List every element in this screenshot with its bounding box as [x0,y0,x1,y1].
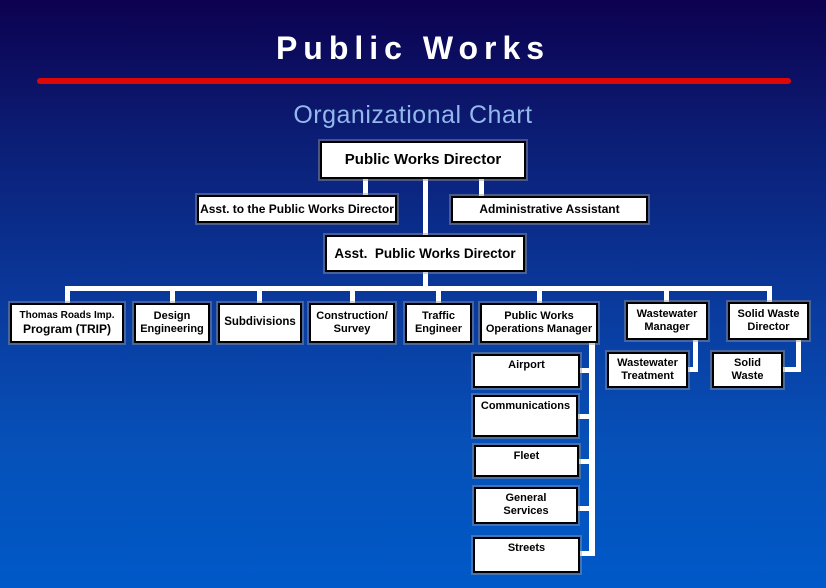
org-box-design-engineering: Design Engineering [134,303,210,343]
org-box-label: Wastewater Manager [636,308,698,333]
org-box-subdivisions: Subdivisions [218,303,302,343]
org-box-public-works-director: Public Works Director [320,141,526,179]
connector-solid-waste-director-drop [796,338,801,372]
connector-operations-spine [589,342,595,556]
org-box-label: Airport [508,359,545,371]
org-box-construction-survey: Construction/ Survey [309,303,395,343]
org-box-streets: Streets [473,537,580,573]
page-subtitle: Organizational Chart [293,101,533,129]
connector-spine-to-general-services [576,506,592,511]
org-box-label: Construction/ Survey [316,310,388,335]
org-box-label: Administrative Assistant [479,202,620,217]
connector-director-to-asst-director [423,179,428,236]
org-box-airport: Airport [473,354,580,388]
org-box-solid-waste: Solid Waste [712,352,783,388]
org-box-traffic-engineer: Traffic Engineer [405,303,472,343]
org-box-administrative-assistant: Administrative Assistant [451,196,648,223]
connector-wastewater-manager-drop [693,338,698,372]
connector-rail-to-construction-survey [350,286,355,304]
org-box-label: Solid Waste [731,357,764,382]
connector-to-solid-waste [781,367,801,372]
org-box-label: Asst. Public Works Director [334,245,516,261]
org-box-label: General Services [503,492,549,517]
connector-spine-to-streets [578,551,592,556]
org-box-solid-waste-director: Solid Waste Director [728,302,809,340]
org-box-label-line1: Thomas Roads Imp. [19,310,115,322]
connector-director-to-asst-to [363,179,368,196]
connector-director-to-admin-assistant [479,179,484,197]
connector-rail-to-solid-waste-director [767,286,772,303]
org-box-label: Design Engineering [140,310,204,335]
org-box-label: Solid Waste Director [737,308,800,333]
connector-rail-to-design-engineering [170,286,175,304]
page-title: Public Works [275,30,551,66]
connector-rail-to-traffic-engineer [436,286,441,304]
org-box-general-services: General Services [474,487,578,524]
org-box-trip: Thomas Roads Imp. Program (TRIP) [10,303,124,343]
connector-asst-director-to-rail [423,272,428,287]
connector-to-wastewater-treatment [686,367,698,372]
org-box-label-line2: Program (TRIP) [22,321,111,336]
org-box-label: Communications [480,400,571,412]
connector-rail-to-wastewater-manager [664,286,669,303]
connector-rail-to-operations-manager [537,286,542,304]
connector-spine-to-communications [576,414,592,419]
org-box-asst-public-works-director: Asst. Public Works Director [325,235,525,272]
org-box-label: Asst. to the Public Works Director [200,201,394,216]
org-box-fleet: Fleet [474,445,579,477]
connector-spine-to-airport [578,368,592,373]
org-box-wastewater-manager: Wastewater Manager [626,302,708,340]
connector-rail-to-subdivisions [257,286,262,304]
org-box-label: Public Works Operations Manager [485,310,593,335]
title-divider-line [37,78,791,84]
connector-department-rail [65,286,772,291]
org-box-label: Public Works Director [344,151,502,169]
org-box-label: Wastewater Treatment [617,357,678,382]
org-box-label: Fleet [513,450,540,462]
connector-rail-to-trip [65,286,70,304]
connector-spine-to-fleet [577,459,592,464]
org-box-communications: Communications [473,395,578,437]
org-box-wastewater-treatment: Wastewater Treatment [607,352,688,388]
org-box-asst-to-director: Asst. to the Public Works Director [197,195,397,223]
org-box-label: Subdivisions [224,316,296,329]
org-box-label: Traffic Engineer [414,310,463,335]
org-box-label: Streets [507,542,546,554]
org-box-pw-operations-manager: Public Works Operations Manager [480,303,598,343]
